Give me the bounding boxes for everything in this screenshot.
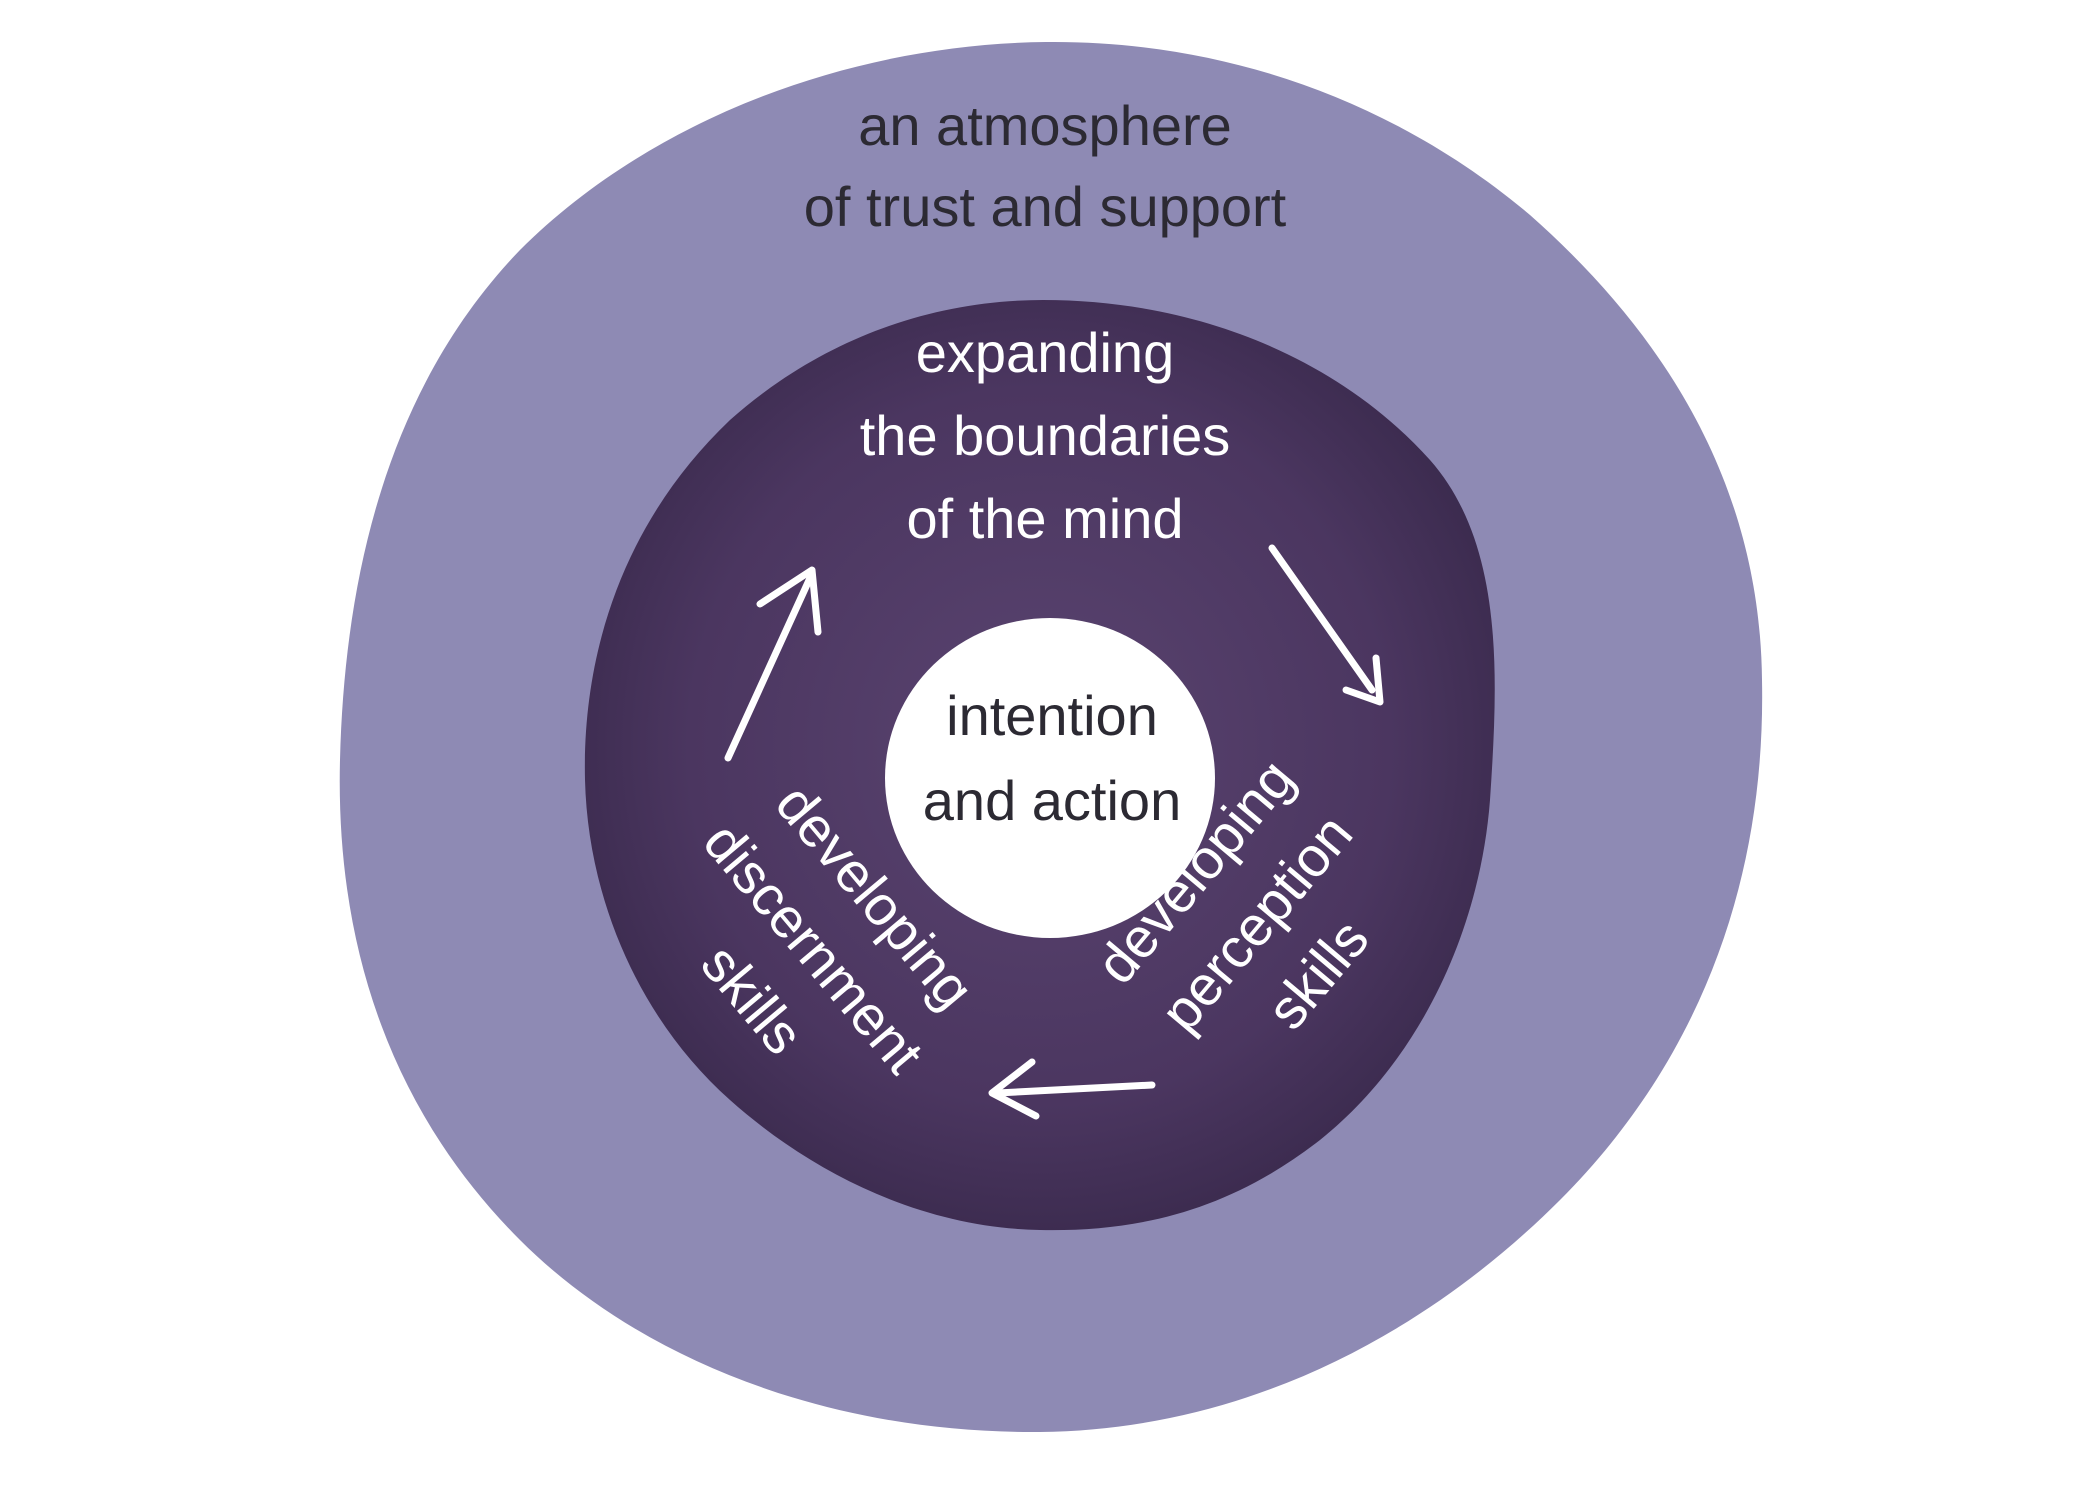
top-label-line3: of the mind: [906, 487, 1183, 550]
center-label-line2: and action: [923, 769, 1181, 832]
center-label-line1: intention: [946, 684, 1158, 747]
top-label-line1: expanding: [916, 321, 1174, 384]
top-label-line2: the boundaries: [860, 404, 1231, 467]
arrow-left-to-top: [724, 566, 822, 762]
outer-label-line1: an atmosphere: [858, 94, 1232, 157]
outer-label-line2: of trust and support: [804, 175, 1287, 238]
center-core: [885, 618, 1215, 938]
arrow-top-to-right: [1268, 544, 1384, 706]
arrow-right-to-left: [988, 1058, 1156, 1120]
